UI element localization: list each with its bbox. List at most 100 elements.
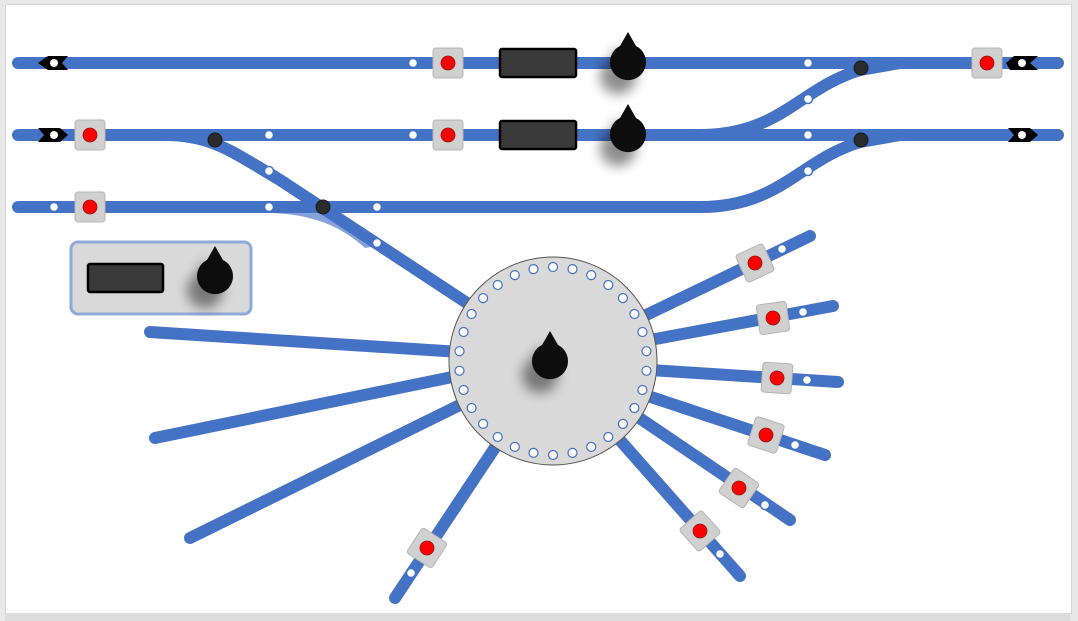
rotary-knob-icon[interactable] [197,246,234,295]
spoke-track[interactable] [184,394,476,544]
block-controls [498,32,647,153]
track-node[interactable] [802,129,814,141]
signal[interactable] [755,300,791,336]
turnout-point[interactable] [853,132,869,148]
signal[interactable] [432,47,464,79]
signal-lamp-icon [769,370,785,386]
signals-spokes [406,243,794,569]
track-node[interactable] [263,129,275,141]
signal-lamp-icon [440,55,456,71]
track-node[interactable] [789,439,801,451]
turntable-approach-track[interactable] [159,129,476,311]
junction-wedge [270,201,382,248]
turntable-socket[interactable] [603,431,614,443]
turntable-socket[interactable] [454,365,465,376]
track-node[interactable] [802,93,814,105]
signal[interactable] [432,119,464,151]
turntable-socket[interactable] [641,365,652,376]
track-node[interactable] [48,201,60,213]
turntable-socket[interactable] [547,449,559,461]
control-panel [69,240,253,316]
buffer-stops [38,56,1038,142]
crossover-2-1[interactable] [694,57,906,141]
buffer-stop-icon[interactable] [1008,128,1038,142]
turntable-socket[interactable] [603,279,614,291]
buffer-stop-icon[interactable] [38,128,68,142]
buffer-stop-icon[interactable] [1006,56,1038,70]
turntable-socket[interactable] [454,346,465,357]
turntable-socket[interactable] [567,447,578,458]
signal[interactable] [718,467,760,509]
signal[interactable] [760,361,794,395]
track-node[interactable] [263,165,275,177]
turnout-point[interactable] [315,199,331,215]
turntable-socket[interactable] [567,264,578,275]
turntable-socket[interactable] [458,384,469,396]
track-node[interactable] [797,306,809,318]
turntable-socket[interactable] [617,418,629,429]
turnouts [207,60,869,215]
track-node[interactable] [714,548,726,560]
block-display[interactable] [498,47,578,79]
signal-lamp-icon [82,199,98,215]
spoke-track[interactable] [149,369,468,444]
turntable-socket[interactable] [492,279,503,291]
track-node[interactable] [407,129,419,141]
turntable-socket[interactable] [528,264,539,275]
track-node[interactable] [405,567,417,579]
track-node[interactable] [371,201,383,213]
turntable-socket[interactable] [629,402,640,414]
track-node[interactable] [802,165,814,177]
signal[interactable] [74,119,106,151]
signal[interactable] [74,191,106,223]
rotary-knob-icon[interactable] [532,331,568,380]
track-node[interactable] [371,237,383,249]
signal-lamp-icon [731,480,747,496]
turntable-socket[interactable] [466,402,477,414]
turntable-socket[interactable] [466,308,477,320]
turntable-socket[interactable] [478,418,489,429]
turntable-socket[interactable] [478,293,489,304]
track-node[interactable] [802,57,814,69]
buffer-stop-icon[interactable] [38,56,68,70]
signal[interactable] [679,510,721,552]
turntable-socket[interactable] [509,270,520,281]
turnout-point[interactable] [853,60,869,76]
turntable-socket[interactable] [641,346,652,357]
turntable-socket[interactable] [637,384,648,396]
rotary-knob-icon[interactable] [610,104,647,153]
signal[interactable] [747,416,785,454]
turntable-socket[interactable] [617,293,629,304]
track-node[interactable] [776,243,788,255]
turntable-socket[interactable] [586,441,597,452]
spoke-track[interactable] [144,326,466,358]
turntable-socket[interactable] [637,326,648,338]
crossover-3-2[interactable] [694,129,906,213]
signal-lamp-icon [747,255,763,271]
turntable-socket[interactable] [509,441,520,452]
turntable-socket[interactable] [547,261,559,273]
signal-lamp-icon [419,540,435,556]
turnout-point[interactable] [207,132,223,148]
block-display[interactable] [498,119,578,151]
rotary-knob-icon[interactable] [610,32,647,81]
turntable-socket[interactable] [528,447,539,458]
signal[interactable] [971,47,1003,79]
turntable-socket[interactable] [586,270,597,281]
turntable-socket[interactable] [458,326,469,338]
signal[interactable] [735,243,775,283]
track-node[interactable] [759,499,771,511]
track-node[interactable] [801,374,813,386]
turntable [448,256,658,466]
bottom-scrollbar[interactable] [5,613,1070,621]
track-nodes [48,57,814,579]
block-display[interactable] [86,262,165,294]
track-node[interactable] [263,201,275,213]
turntable-socket[interactable] [492,431,503,443]
track-node[interactable] [407,57,419,69]
turntable-socket[interactable] [629,308,640,320]
signal-lamp-icon [692,523,708,539]
signal[interactable] [406,527,448,569]
signals-straight [74,47,1003,223]
